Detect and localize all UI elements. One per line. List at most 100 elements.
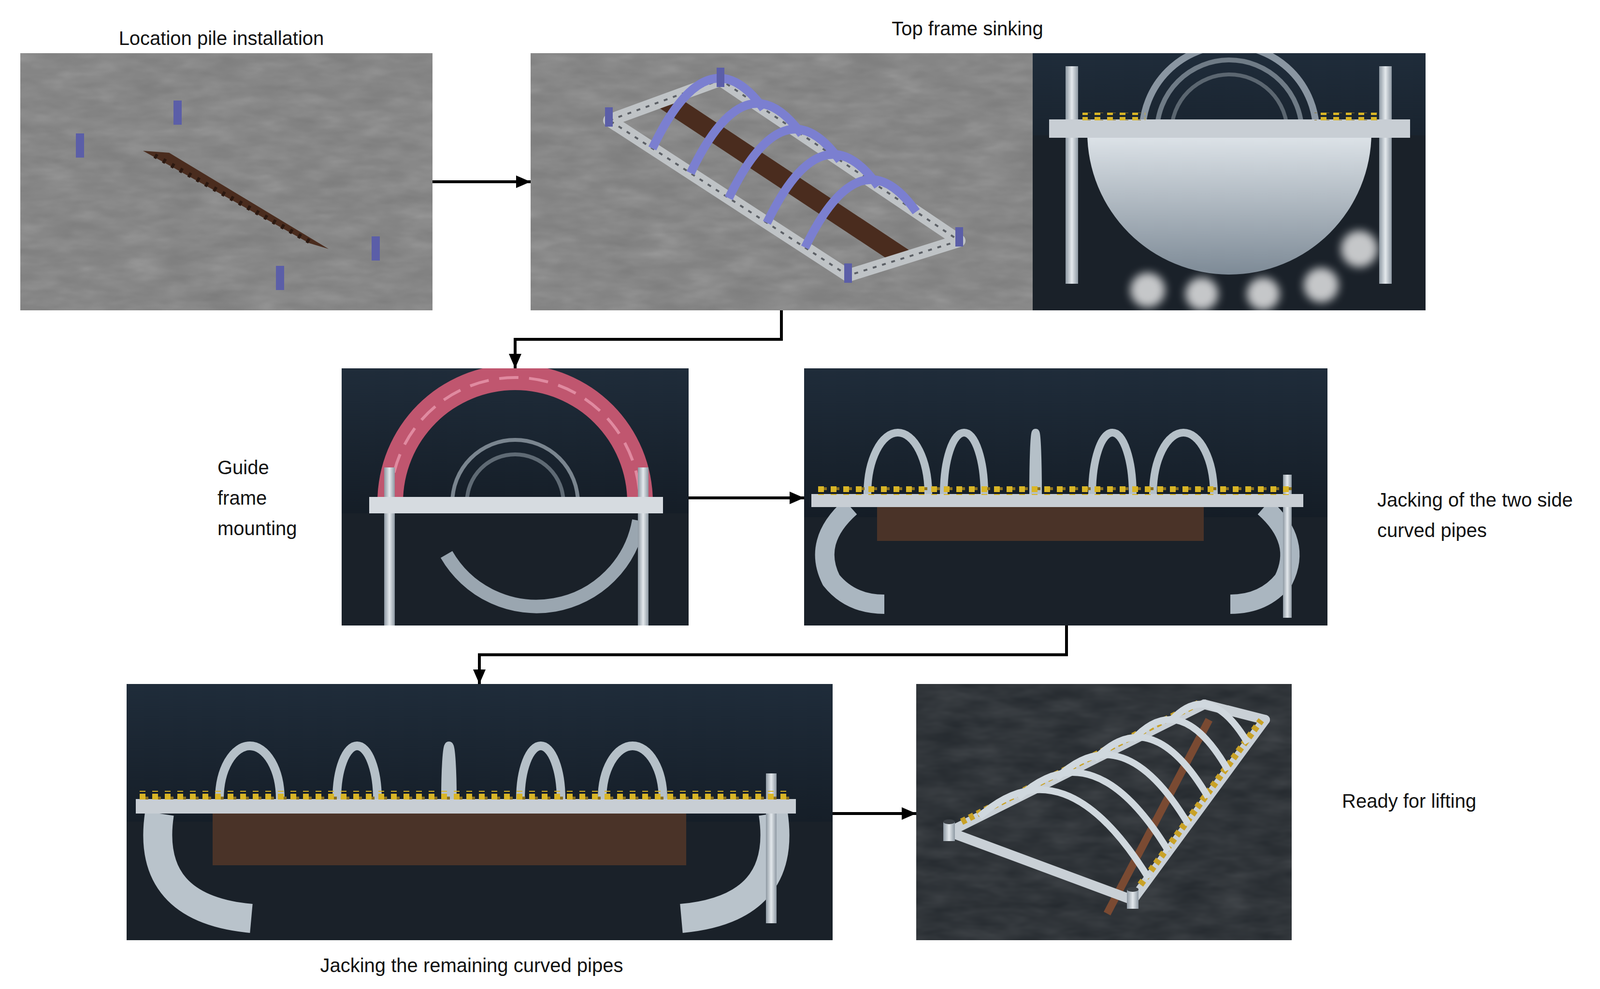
curved-pipe (1056, 754, 1189, 824)
step-caption: Jacking the remaining curved pipes (278, 950, 665, 981)
frame-beam (369, 496, 664, 514)
chain (1314, 112, 1378, 121)
location-pile (1065, 66, 1079, 284)
location-pile (173, 100, 182, 125)
guide-frame (377, 368, 653, 503)
step-panel: Location pile installation (20, 53, 433, 311)
sediment-puff (1303, 267, 1339, 303)
side-curved-pipe (1230, 506, 1290, 605)
curved-pipe (1018, 772, 1169, 851)
curved-pipe (1132, 719, 1228, 770)
curved-pipe (867, 432, 929, 494)
trench (143, 150, 329, 249)
seabed (916, 683, 1292, 940)
curved-pipe (1092, 432, 1133, 494)
side-pipes-scene (804, 368, 1328, 626)
frame-beam (1132, 719, 1266, 900)
lifting-scene (916, 683, 1292, 940)
sediment (1130, 230, 1378, 311)
curved-pipe (466, 454, 564, 503)
curved-pipe (979, 789, 1149, 879)
location-pile (275, 265, 285, 290)
step-panel: Jacking the remaining curved pipes (126, 683, 833, 940)
sediment-puff (1185, 277, 1219, 311)
location-pile (384, 467, 395, 626)
trench-ridge (154, 155, 315, 245)
sediment-puff (1130, 272, 1166, 308)
step-panel: Guide frame mounting (341, 368, 689, 626)
frame-beam (811, 493, 1304, 507)
location-pile (943, 821, 955, 841)
curved-pipes (867, 432, 1214, 494)
guide-frame-ribs (390, 377, 640, 503)
flow-arrow (688, 496, 805, 500)
curved-pipe (1094, 736, 1209, 797)
seabed-texture (530, 53, 1033, 311)
side-curved-pipe (681, 813, 776, 919)
step-caption: Jacking of the two side curved pipes (1377, 484, 1590, 546)
top-frame (609, 79, 960, 276)
frame (949, 704, 1266, 900)
pile-top (943, 819, 955, 824)
frame-section-scene (1032, 53, 1426, 311)
seabed-texture (916, 683, 1292, 940)
curved-pipe (1170, 704, 1248, 743)
top-frame-bolts (609, 79, 960, 276)
curved-pipes (979, 704, 1248, 879)
step-panel: Ready for lifting (916, 683, 1292, 940)
jacks (816, 486, 1296, 495)
water (341, 368, 689, 626)
frame-beam (135, 798, 796, 814)
flow-arrow (832, 811, 917, 815)
side-curved-pipe (157, 813, 252, 919)
curved-pipe (452, 439, 578, 503)
chain (1082, 112, 1146, 121)
pile-scene (20, 53, 433, 311)
curved-pipe (446, 520, 639, 607)
frame-beam (949, 831, 1133, 900)
step-caption: Top frame sinking (774, 13, 1161, 44)
step-caption: Guide frame mounting (217, 452, 307, 545)
location-pile (605, 107, 613, 127)
frame-hull (1087, 132, 1372, 275)
flow-arrow (432, 180, 531, 184)
pile-top (1126, 886, 1139, 892)
frame-scene (530, 53, 1033, 311)
sediment-puff (1340, 230, 1378, 268)
step-caption: Ready for lifting (1341, 785, 1545, 817)
curved-pipe (1153, 432, 1214, 494)
seabed-texture (20, 53, 433, 311)
location-pile (955, 227, 964, 247)
step-caption: Location pile installation (28, 23, 415, 54)
location-pile (75, 133, 85, 158)
guide-frame-scene (341, 368, 689, 626)
seabed (530, 53, 1033, 311)
pipeline (212, 813, 687, 865)
curved-pipe (1033, 432, 1038, 494)
side-curved-pipe (824, 506, 885, 605)
pipeline (877, 506, 1204, 541)
jacks (961, 703, 1262, 885)
flow-arrow (515, 310, 782, 369)
location-pile (637, 467, 649, 626)
curved-pipe (805, 179, 917, 248)
sediment-puff (1246, 277, 1280, 311)
location-pile (1379, 66, 1392, 284)
remaining-pipes-scene (126, 683, 833, 940)
jacks (137, 790, 791, 800)
step-panel: Jacking of the two side curved pipes (804, 368, 1328, 626)
flow-arrow (479, 625, 1067, 684)
location-pile (371, 236, 380, 261)
step-panel: Top frame sinking (530, 53, 1426, 311)
frame-beam (1049, 119, 1411, 138)
seabed (20, 53, 433, 311)
curved-pipe (943, 432, 985, 494)
water (804, 368, 1328, 626)
location-pile (716, 67, 725, 87)
curved-pipes (652, 78, 917, 248)
location-pile (844, 263, 852, 283)
water (126, 683, 833, 940)
location-pile (1126, 889, 1139, 909)
water (1032, 53, 1426, 311)
